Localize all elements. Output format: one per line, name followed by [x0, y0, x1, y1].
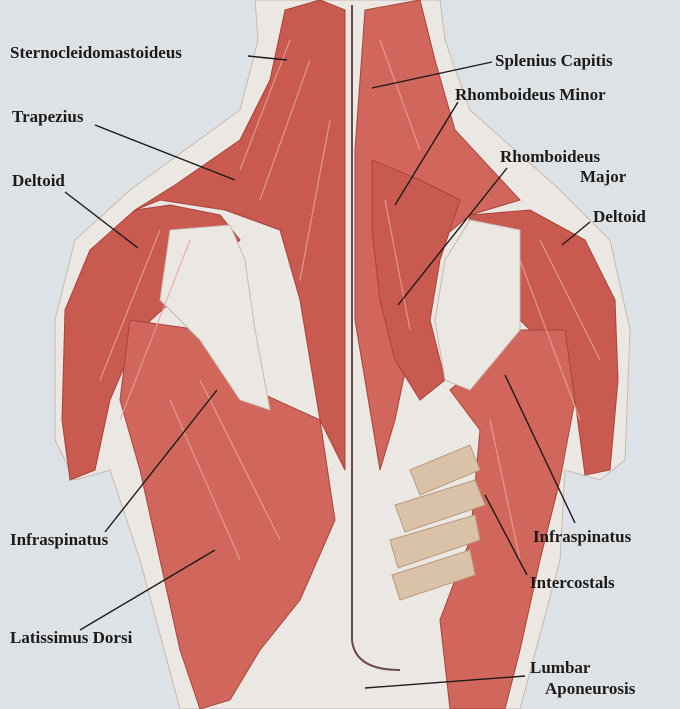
scapula-left: [159, 224, 271, 411]
latissimus-left: [119, 319, 336, 709]
label-trapezius: Trapezius: [12, 107, 84, 126]
label-deltoid-right: Deltoid: [593, 207, 646, 226]
label-rhomboideus-major-line2: Major: [580, 167, 627, 186]
scapula-right: [434, 219, 521, 391]
label-infraspinatus-right: Infraspinatus: [533, 527, 632, 546]
label-sternocleidomastoideus: Sternocleidomastoideus: [10, 43, 182, 62]
label-infraspinatus-left: Infraspinatus: [10, 530, 109, 549]
intercostals-ribs: [389, 444, 486, 601]
label-splenius-capitis: Splenius Capitis: [495, 51, 613, 70]
label-aponeurosis: Aponeurosis: [545, 679, 636, 698]
label-deltoid-left: Deltoid: [12, 171, 65, 190]
label-latissimus-dorsi: Latissimus Dorsi: [10, 628, 133, 647]
label-rhomboideus-minor: Rhomboideus Minor: [455, 85, 606, 104]
label-rhomboideus-major-line1: Rhomboideus: [500, 147, 601, 166]
leader-lines: [64, 55, 591, 689]
spine-line: [351, 5, 401, 671]
muscle-fibers: [99, 39, 601, 561]
label-intercostals: Intercostals: [530, 573, 615, 592]
label-lumbar: Lumbar: [530, 658, 591, 677]
trapezius-left: [134, 0, 346, 471]
